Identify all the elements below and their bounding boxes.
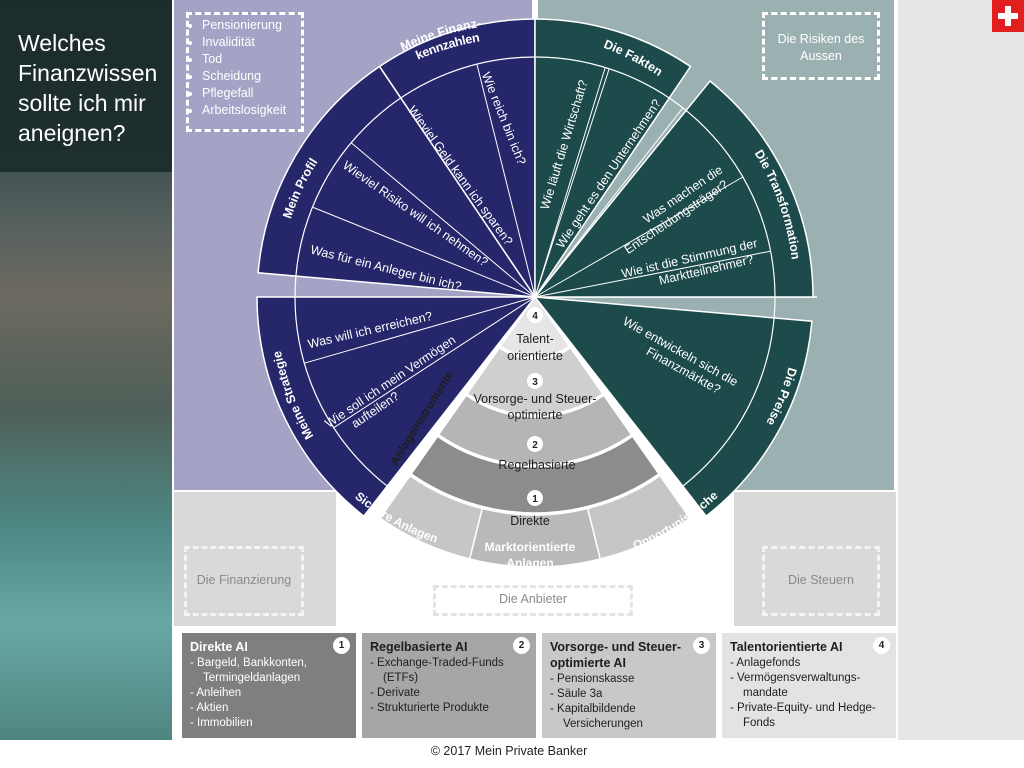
question-divider [534,250,771,298]
card-item: - Bargeld, Bankkonten, Termingeldanlagen [190,657,307,684]
card-item: - Strukturierte Produkte [370,702,489,714]
question-divider [312,206,536,298]
ring-number: 2 [532,440,538,451]
risk-item: Arbeitslosigkeit [202,102,320,119]
segment-finanzkennzahlen [378,18,536,300]
title-panel: Welches Finanzwissen sollte ich mir anei… [0,0,172,172]
card-title: Vorsorge- und Steuer-optimierte AI [550,640,682,670]
taxes-label: Die Steuern [787,573,854,587]
ring-label-direkte: Direkte [510,514,550,528]
risk-item: Invalidität [202,34,320,51]
taxes-box [762,546,880,616]
life-risks-box [186,12,304,132]
card-talentorientierte-ai: 4 Talentorientierte AI - Anlagefonds - V… [722,633,896,738]
ring-label-vorsorge: Vorsorge- und Steuer- [474,392,597,406]
risk-item: Pensionierung [202,17,320,34]
question-divider [476,63,536,298]
card-item: - Private-Equity- und Hedge-Fonds [730,702,876,729]
ring-regel [437,394,633,466]
outer-label-markt: Marktorientierte [485,540,576,554]
ring-talent [499,295,571,358]
card-item: - Kapitalbildende Versicherungen [550,703,643,730]
card-item: - Pensionskasse [550,673,635,685]
ring-label-talent-line2: orientierte [507,349,563,363]
question-divider [304,296,536,364]
card-item: - Säule 3a [550,688,603,700]
ring-number: 4 [532,311,538,322]
card-title: Direkte AI [190,640,248,654]
outer-label-markt-line2: Anlagen [506,556,553,570]
card-list: - Bargeld, Bankkonten, Termingeldanlagen… [190,656,348,731]
band-opportun [586,474,691,560]
financing-label: Die Finanzierung [196,573,292,587]
card-number: 1 [333,637,350,654]
card-list: - Anlagefonds - Vermögensverwaltungs-man… [730,656,888,731]
question-divider [534,68,610,298]
question-divider [534,176,744,298]
taxes-quadrant-background [734,492,896,626]
card-list: - Exchange-Traded-Funds (ETFs) - Derivat… [370,656,528,716]
card-item: - Immobilien [190,717,253,729]
card-list: - Pensionskasse - Säule 3a - Kapitalbild… [550,672,708,732]
question-divider [333,296,536,429]
card-number: 3 [693,637,710,654]
page-title: Welches Finanzwissen sollte ich mir anei… [18,30,158,146]
right-margin-strip [898,0,1024,740]
card-item: - Exchange-Traded-Funds (ETFs) [370,657,504,684]
providers-box [433,585,633,616]
life-risks-list: Pensionierung Invalidität Tod Scheidung … [186,12,320,137]
ring-number-badge [527,490,543,506]
card-item: - Anlagefonds [730,657,801,669]
ring-number: 1 [532,494,538,505]
segment-transformation [533,79,814,298]
ring-number: 3 [532,377,538,388]
ring-number-badge [527,373,543,389]
question-divider [350,142,536,298]
providers-label: Die Anbieter [498,592,568,606]
card-title: Regelbasierte AI [370,640,468,654]
question-divider [534,107,684,298]
copyright-footer: © 2017 Mein Private Banker [430,744,588,758]
ring-label-regel: Regelbasierte [498,458,575,472]
card-item: - Aktien [190,702,229,714]
financing-quadrant-background [174,492,336,626]
external-risks-box [762,12,880,80]
ring-number-badge [527,436,543,452]
risk-item: Scheidung [202,68,320,85]
ring-label-talent: Talent- [516,332,554,346]
risk-item: Pflegefall [202,85,320,102]
swiss-flag-icon [992,0,1024,32]
ring-label-vorsorge-line2: optimierte [508,408,563,422]
card-item: - Derivate [370,687,420,699]
question-divider [534,67,606,298]
card-title: Talentorientierte AI [730,640,843,654]
card-direkte-ai: 1 Direkte AI - Bargeld, Bankkonten, Term… [182,633,356,738]
card-number: 2 [513,637,530,654]
card-item: - Vermögensverwaltungs-mandate [730,672,861,699]
external-risks-label: Die Risiken des Aussen [777,32,865,63]
financing-box [184,546,304,616]
card-vorsorge-ai: 3 Vorsorge- und Steuer-optimierte AI - P… [542,633,716,738]
card-number: 4 [873,637,890,654]
card-item: - Anleihen [190,687,242,699]
risk-item: Tod [202,51,320,68]
ring-number-badge [527,307,543,323]
card-regelbasierte-ai: 2 Regelbasierte AI - Exchange-Traded-Fun… [362,633,536,738]
segment-fakten [534,18,692,300]
ring-direkte [410,435,660,514]
